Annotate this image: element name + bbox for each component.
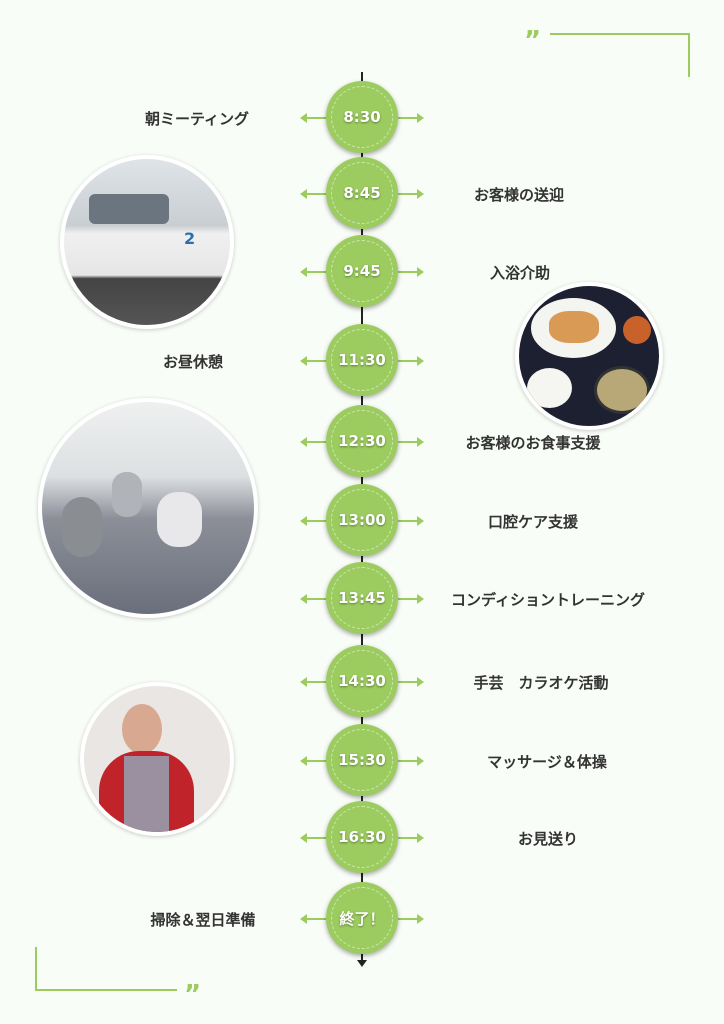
timeline-item: 16:30 お見送り [0, 801, 724, 875]
time-text: 12:30 [338, 432, 386, 450]
arrow-right-icon [398, 189, 424, 199]
arrow-right-icon [398, 113, 424, 123]
apron [124, 756, 169, 832]
time-text: 9:45 [343, 262, 381, 280]
timeline-item: 12:30 お客様のお食事支援 [0, 405, 724, 479]
time-badge: 11:30 [326, 324, 398, 396]
activity-label: 朝ミーティング [144, 110, 250, 128]
timeline-item: 8:30 朝ミーティング [0, 81, 724, 155]
activity-label: 入浴介助 [489, 264, 551, 282]
time-text: 8:30 [343, 108, 381, 126]
arrow-left-icon [300, 267, 326, 277]
time-text: 15:30 [338, 751, 386, 769]
main-dish [549, 311, 599, 343]
arrow-right-icon [398, 437, 424, 447]
time-badge: 9:45 [326, 235, 398, 307]
quote-mark-bottom-icon: ” [184, 980, 202, 1010]
time-text: 13:45 [338, 589, 386, 607]
activity-label: お客様の送迎 [473, 186, 565, 204]
activity-label: お見送り [517, 830, 579, 848]
activity-label: お昼休憩 [162, 353, 224, 371]
timeline-item: 14:30 手芸 カラオケ活動 [0, 645, 724, 719]
time-badge: 8:30 [326, 81, 398, 153]
activity-label: お客様のお食事支援 [465, 434, 601, 452]
arrow-left-icon [300, 677, 326, 687]
timeline-item: 9:45 入浴介助 [0, 235, 724, 309]
sauce-cup [623, 316, 651, 344]
arrow-right-icon [398, 267, 424, 277]
rice-bowl [527, 368, 572, 408]
timeline-item: 13:00 口腔ケア支援 [0, 484, 724, 558]
arrow-right-icon [398, 833, 424, 843]
timeline-item: 8:45 お客様の送迎 [0, 157, 724, 231]
time-badge: 12:30 [326, 405, 398, 477]
arrow-left-icon [300, 516, 326, 526]
time-text: 終了！ [339, 909, 385, 928]
time-badge: 16:30 [326, 801, 398, 873]
corner-frame-bottom [35, 947, 177, 991]
van-number: 2 [184, 229, 196, 248]
time-text: 16:30 [338, 828, 386, 846]
woman-face [122, 704, 162, 754]
time-badge: 終了！ [326, 882, 398, 954]
soup-bowl [594, 366, 650, 414]
karaoke-photo [80, 682, 234, 836]
arrow-left-icon [300, 189, 326, 199]
time-text: 8:45 [343, 184, 381, 202]
exercise-photo [38, 398, 258, 618]
timeline-item: 13:45 コンディショントレーニング [0, 562, 724, 636]
timeline-item: 15:30 マッサージ＆体操 [0, 724, 724, 798]
time-badge: 13:45 [326, 562, 398, 634]
arrow-right-icon [398, 594, 424, 604]
meal-photo [515, 282, 663, 430]
arrow-right-icon [398, 356, 424, 366]
arrow-left-icon [300, 356, 326, 366]
participant [62, 497, 102, 557]
timeline-end-arrow-icon [357, 960, 367, 967]
participant [112, 472, 142, 517]
arrow-left-icon [300, 113, 326, 123]
activity-label: 手芸 カラオケ活動 [473, 674, 609, 692]
arrow-left-icon [300, 594, 326, 604]
time-badge: 13:00 [326, 484, 398, 556]
time-text: 14:30 [338, 672, 386, 690]
arrow-right-icon [398, 914, 424, 924]
arrow-left-icon [300, 914, 326, 924]
time-badge: 8:45 [326, 157, 398, 229]
activity-label: 口腔ケア支援 [487, 513, 579, 531]
arrow-left-icon [300, 833, 326, 843]
van-photo: 2 [60, 155, 234, 329]
time-badge: 14:30 [326, 645, 398, 717]
quote-mark-top-icon: ” [524, 26, 542, 56]
arrow-right-icon [398, 756, 424, 766]
time-text: 13:00 [338, 511, 386, 529]
time-text: 11:30 [338, 351, 386, 369]
arrow-right-icon [398, 677, 424, 687]
arrow-right-icon [398, 516, 424, 526]
timeline-item: 終了！ 掃除＆翌日準備 [0, 882, 724, 956]
time-badge: 15:30 [326, 724, 398, 796]
timeline-item: 11:30 お昼休憩 [0, 324, 724, 398]
participant [157, 492, 202, 547]
arrow-left-icon [300, 756, 326, 766]
activity-label: マッサージ＆体操 [487, 753, 607, 771]
activity-label: 掃除＆翌日準備 [150, 911, 256, 929]
corner-frame-top [550, 33, 690, 77]
van-window [89, 194, 169, 224]
activity-label: コンディショントレーニング [451, 591, 645, 609]
arrow-left-icon [300, 437, 326, 447]
